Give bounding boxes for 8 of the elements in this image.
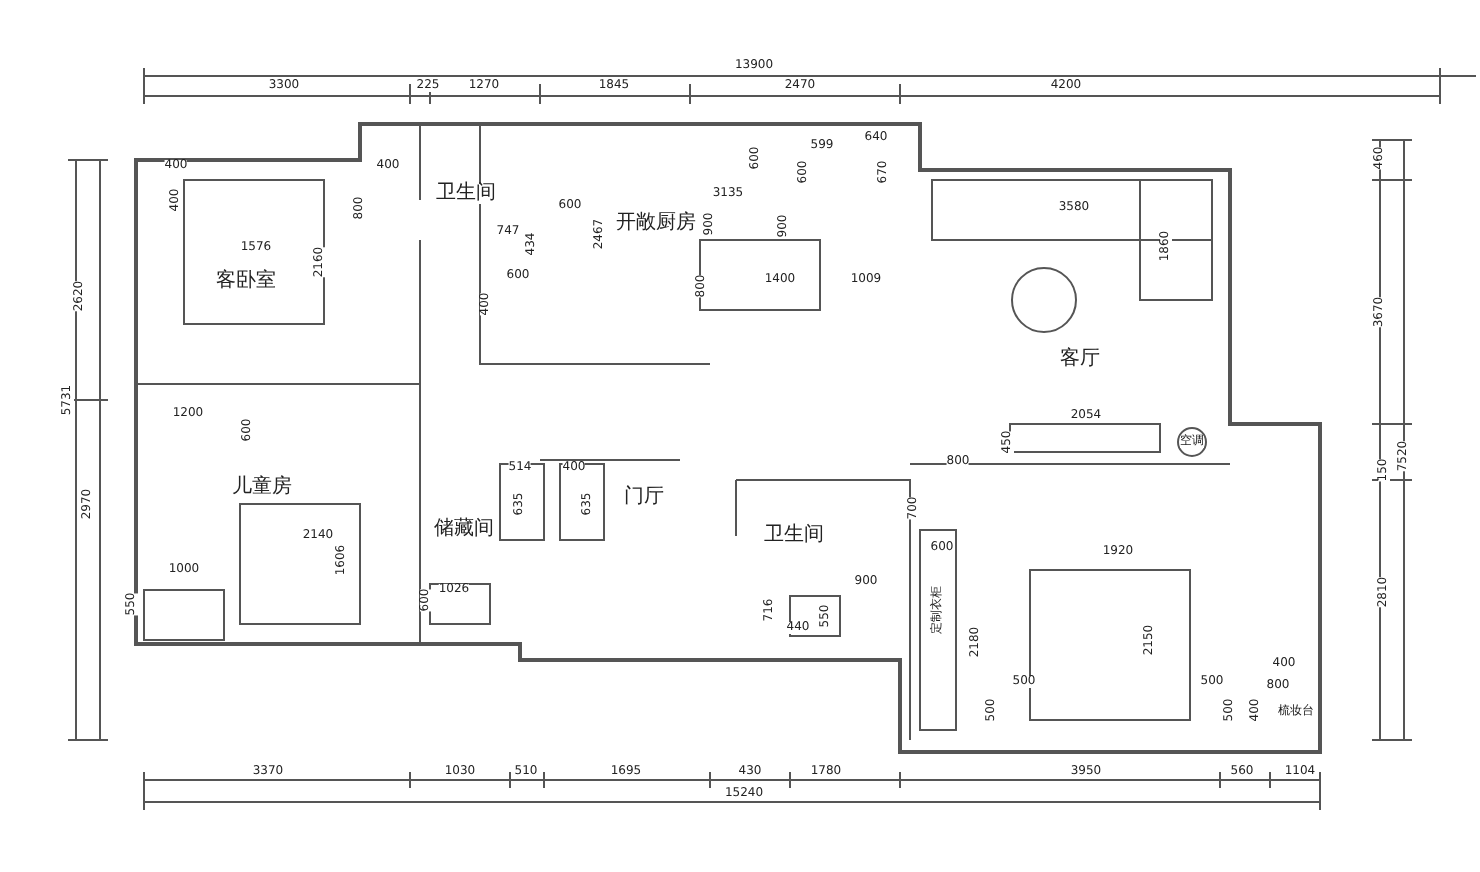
room-label: 卫生间: [764, 526, 824, 546]
room-label: 开敞厨房: [616, 214, 696, 234]
room-label: 客卧室: [216, 272, 276, 292]
room-label: 门厅: [624, 488, 664, 508]
room-label: 储藏间: [434, 520, 494, 540]
room-label: 儿童房: [232, 478, 292, 498]
room-label: 客厅: [1060, 350, 1100, 370]
room-label: 卫生间: [436, 184, 496, 204]
